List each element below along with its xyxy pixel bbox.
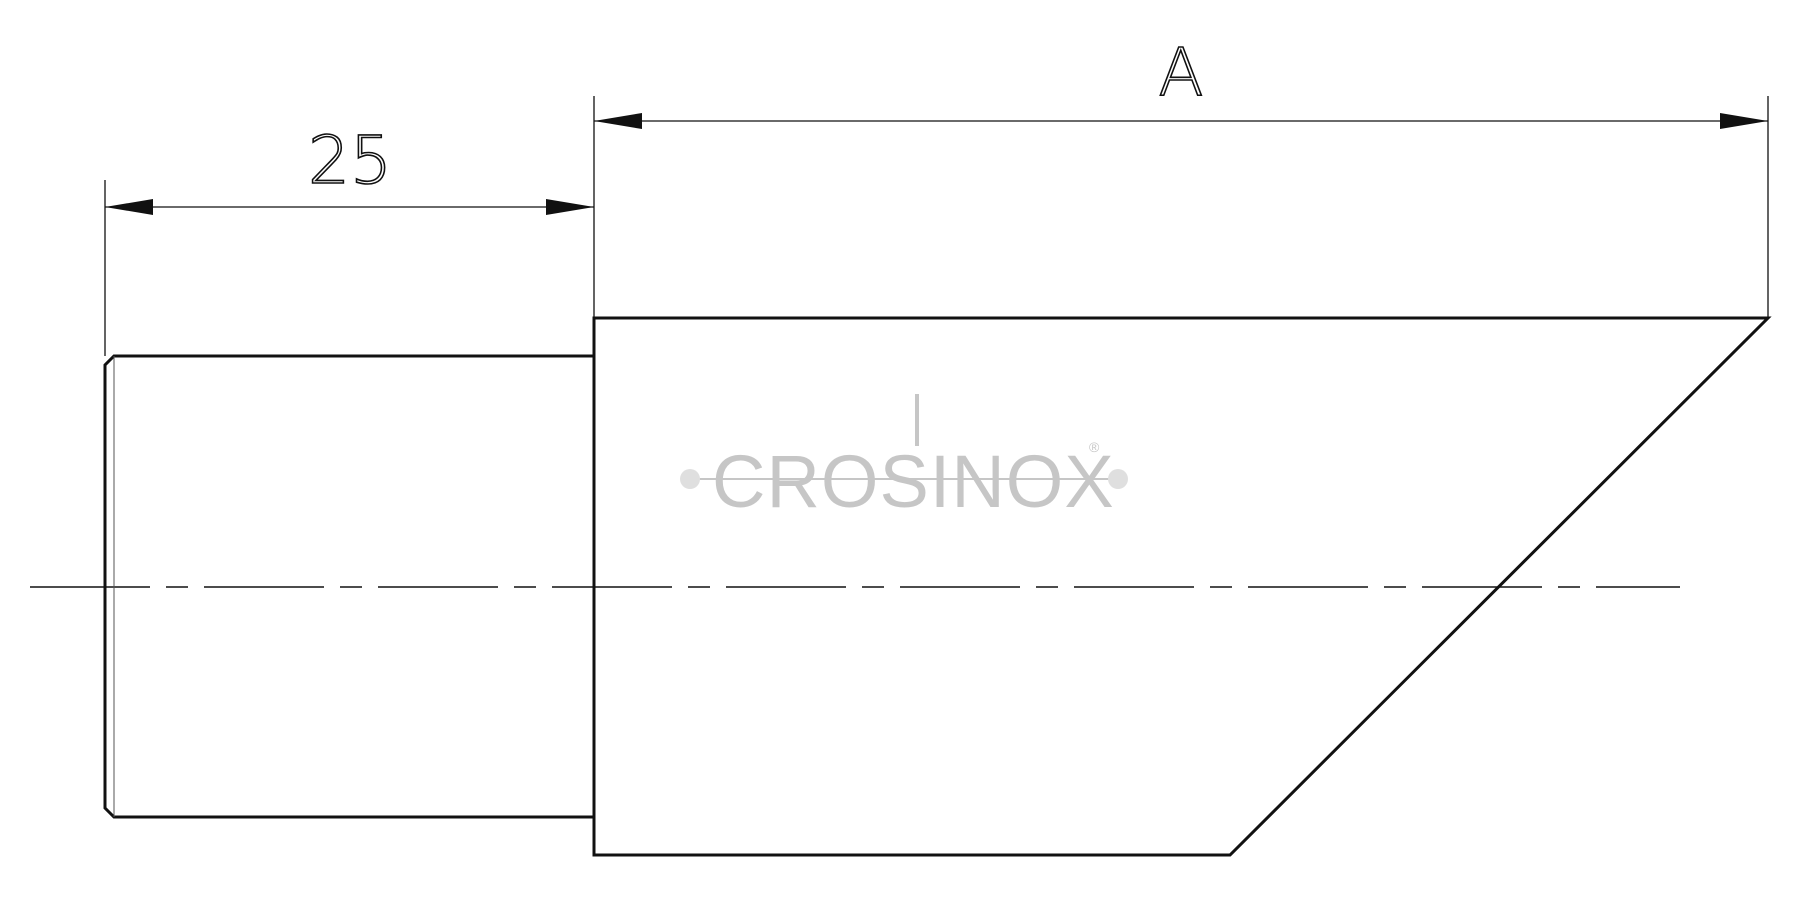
- watermark-dot-left: [680, 469, 700, 489]
- dimension-label-a: A: [1158, 34, 1203, 111]
- arrowhead-25-left: [105, 199, 153, 215]
- watermark-registered-mark: ®: [1089, 439, 1100, 455]
- watermark-dot-right: [1108, 469, 1128, 489]
- arrowhead-a-right: [1720, 113, 1768, 129]
- tube-body-outline: [592, 316, 1772, 857]
- dimension-label-25: 25: [308, 122, 392, 199]
- spigot-outline: [103, 354, 594, 819]
- watermark-brand-text: CROSINOX: [712, 440, 1115, 523]
- arrowhead-a-left: [594, 113, 642, 129]
- arrowhead-25-right: [546, 199, 594, 215]
- crosinox-watermark: CROSINOX ®: [680, 394, 1128, 523]
